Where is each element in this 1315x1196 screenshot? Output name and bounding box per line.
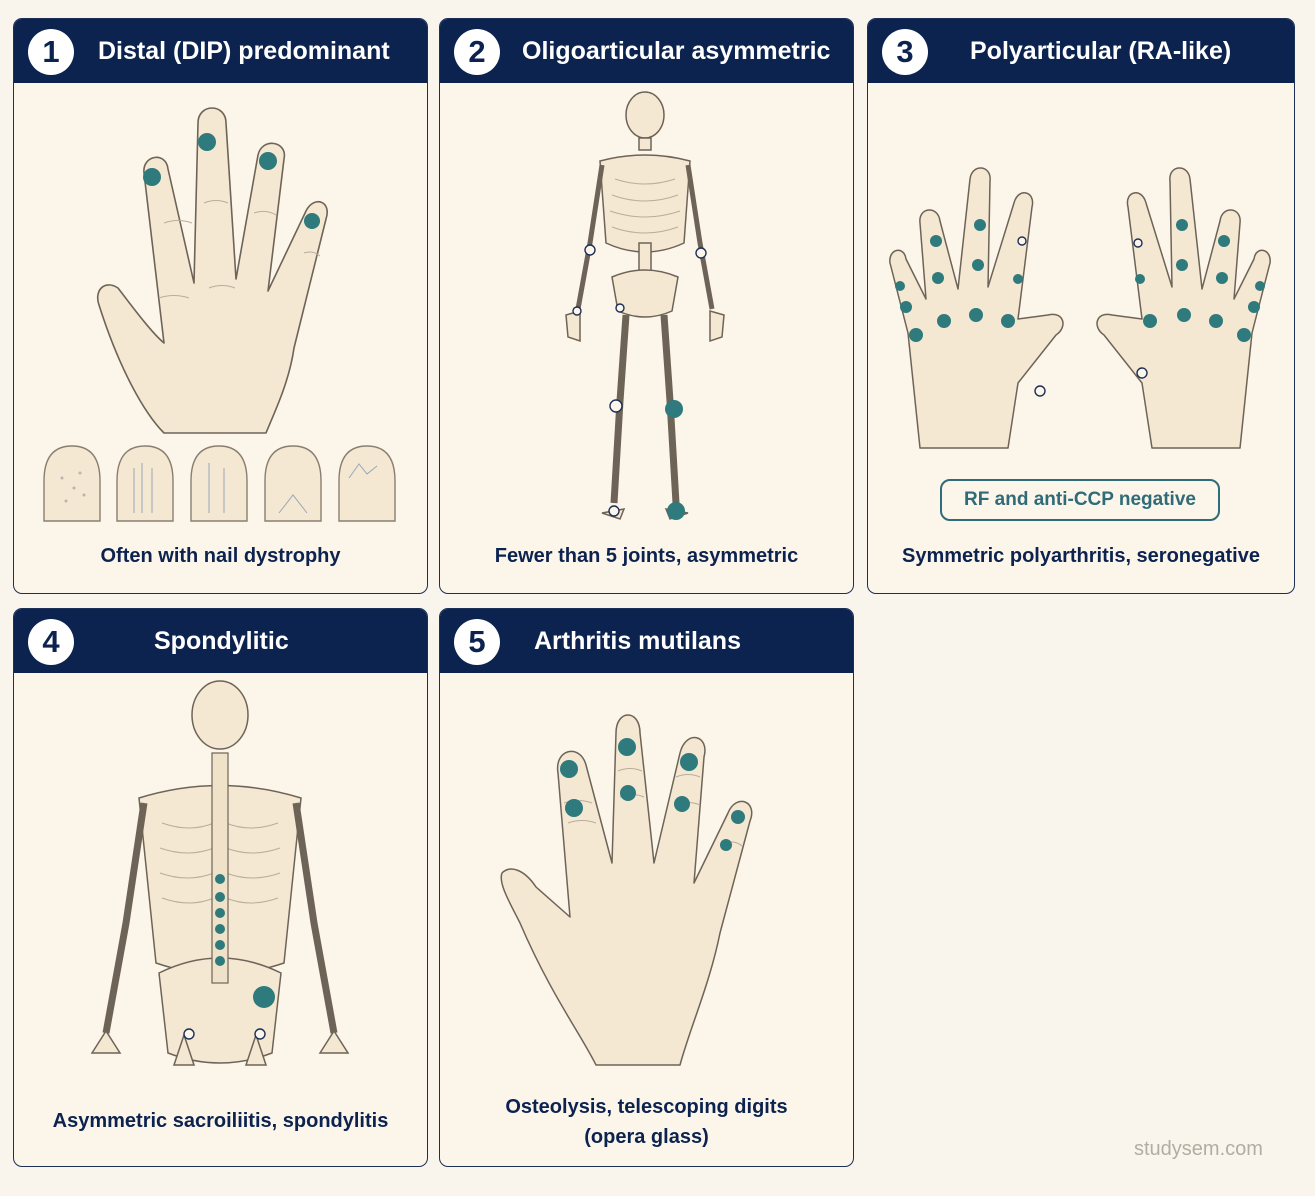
card-polyarticular: 3 Polyarticular (RA-like) RF and anti-CC… <box>867 18 1295 594</box>
affected-joint-markers <box>665 400 685 520</box>
spine-joint-markers <box>215 874 275 1008</box>
mutilans-hand-illustration <box>500 714 753 1066</box>
card-header: 5 Arthritis mutilans <box>440 609 853 673</box>
card-caption: Symmetric polyarthritis, seronegative <box>902 545 1260 567</box>
card-header: 2 Oligoarticular asymmetric <box>440 19 853 83</box>
seronegative-badge: RF and anti-CCP negative <box>940 479 1220 521</box>
card-header: 1 Distal (DIP) predominant <box>14 19 427 83</box>
card-distal-dip: 1 Distal (DIP) predominant <box>13 18 428 594</box>
two-hands-illustration <box>889 167 1271 449</box>
card-title: Distal (DIP) predominant <box>98 37 390 65</box>
card-title: Spondylitic <box>154 627 289 655</box>
card-caption: Asymmetric sacroiliitis, spondylitis <box>52 1110 389 1132</box>
skeleton-illustration <box>565 91 725 520</box>
symmetric-joint-markers <box>895 219 1265 342</box>
card-title: Arthritis mutilans <box>534 627 741 655</box>
card-caption: Fewer than 5 joints, asymmetric <box>494 545 799 567</box>
nail-dystrophy-icons <box>43 445 396 522</box>
card-header: 4 Spondylitic <box>14 609 427 673</box>
card-number-badge: 3 <box>882 29 928 75</box>
hand-illustration <box>43 107 396 522</box>
card-caption: Often with nail dystrophy <box>100 545 341 567</box>
unaffected-joint-markers <box>572 244 707 517</box>
card-caption-line-1: Osteolysis, telescoping digits <box>505 1096 788 1118</box>
card-arthritis-mutilans: 5 Arthritis mutilans Osteolysis, telesco… <box>439 608 854 1167</box>
card-title: Oligoarticular asymmetric <box>522 37 831 65</box>
telescoping-joint-markers <box>560 738 745 851</box>
card-header: 3 Polyarticular (RA-like) <box>868 19 1294 83</box>
card-title: Polyarticular (RA-like) <box>970 37 1232 65</box>
dip-joint-markers <box>143 133 320 229</box>
card-number-badge: 2 <box>454 29 500 75</box>
card-number-badge: 5 <box>454 619 500 665</box>
spine-illustration <box>90 680 350 1066</box>
card-caption-line-2: (opera glass) <box>584 1126 709 1148</box>
card-number-badge: 4 <box>28 619 74 665</box>
card-spondylitic: 4 Spondylitic Asymmetric sac <box>13 608 428 1167</box>
card-number-badge: 1 <box>28 29 74 75</box>
watermark: studysem.com <box>1134 1138 1263 1160</box>
card-oligoarticular: 2 Oligoarticular asymmetric <box>439 18 854 594</box>
